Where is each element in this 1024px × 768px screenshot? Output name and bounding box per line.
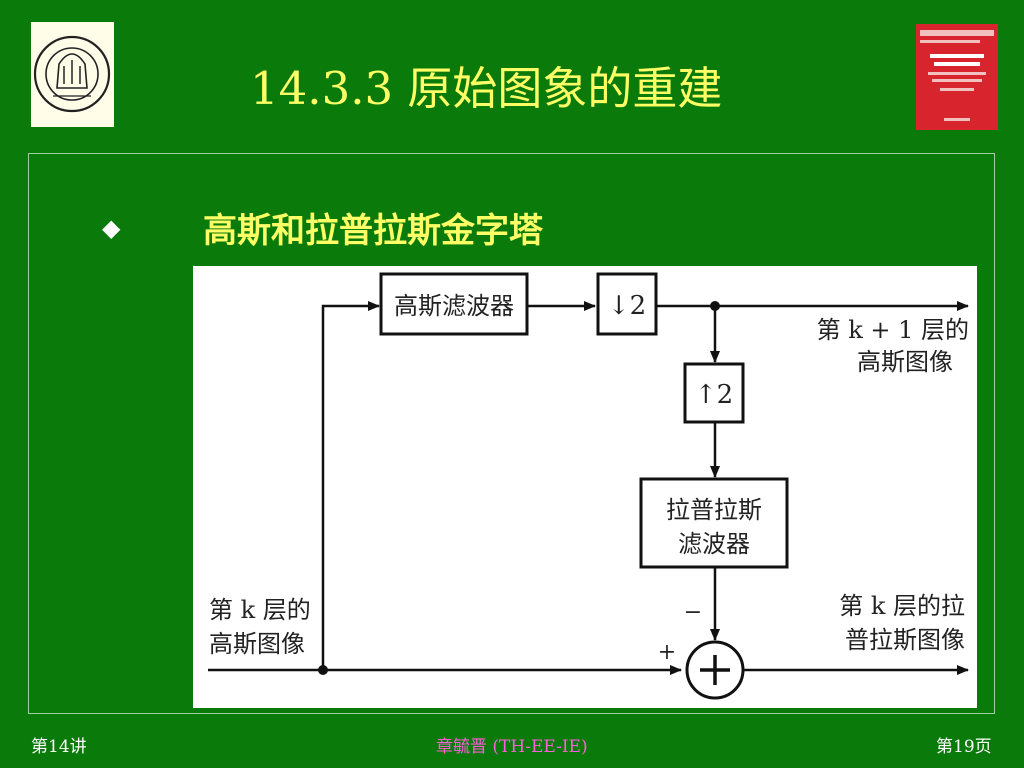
bottom-output-label-1: 第 k 层的拉 — [839, 592, 965, 620]
downsample-label: ↓2 — [608, 291, 646, 321]
pyramid-diagram: 高斯滤波器 ↓2 ↑2 拉普拉斯 滤波器 − + 第 k + 1 层的 高斯图像… — [193, 266, 977, 708]
lap-filter-label-2: 滤波器 — [678, 530, 750, 558]
bullet-diamond-icon: ◆ — [102, 214, 121, 242]
slide-title: 14.3.3 原始图象的重建 — [250, 62, 723, 115]
branch-to-gauss-filter — [321, 301, 380, 670]
plus-sign: + — [658, 640, 676, 665]
lap-filter-label-1: 拉普拉斯 — [666, 496, 762, 524]
upsample-label: ↑2 — [695, 380, 733, 410]
footer-lecture: 第14讲 — [31, 737, 87, 757]
top-output-label-2: 高斯图像 — [857, 348, 953, 376]
bottom-output-label-2: 普拉斯图像 — [845, 626, 965, 654]
content-frame — [28, 153, 995, 714]
footer-page: 第19页 — [936, 737, 992, 757]
footer-author: 章毓晋 (TH-EE-IE) — [436, 737, 588, 757]
input-label-2: 高斯图像 — [209, 630, 305, 658]
upsample-box — [683, 362, 745, 424]
bullet-heading: 高斯和拉普拉斯金字塔 — [203, 211, 543, 251]
book-cover-icon — [916, 24, 998, 130]
top-output-label-1: 第 k + 1 层的 — [817, 316, 969, 344]
downsample-box — [596, 272, 658, 336]
minus-sign: − — [684, 600, 702, 625]
gauss-filter-label: 高斯滤波器 — [394, 292, 514, 320]
gauss-filter-box — [379, 272, 529, 336]
input-label-1: 第 k 层的 — [209, 596, 311, 624]
tsinghua-logo-icon — [31, 22, 114, 127]
